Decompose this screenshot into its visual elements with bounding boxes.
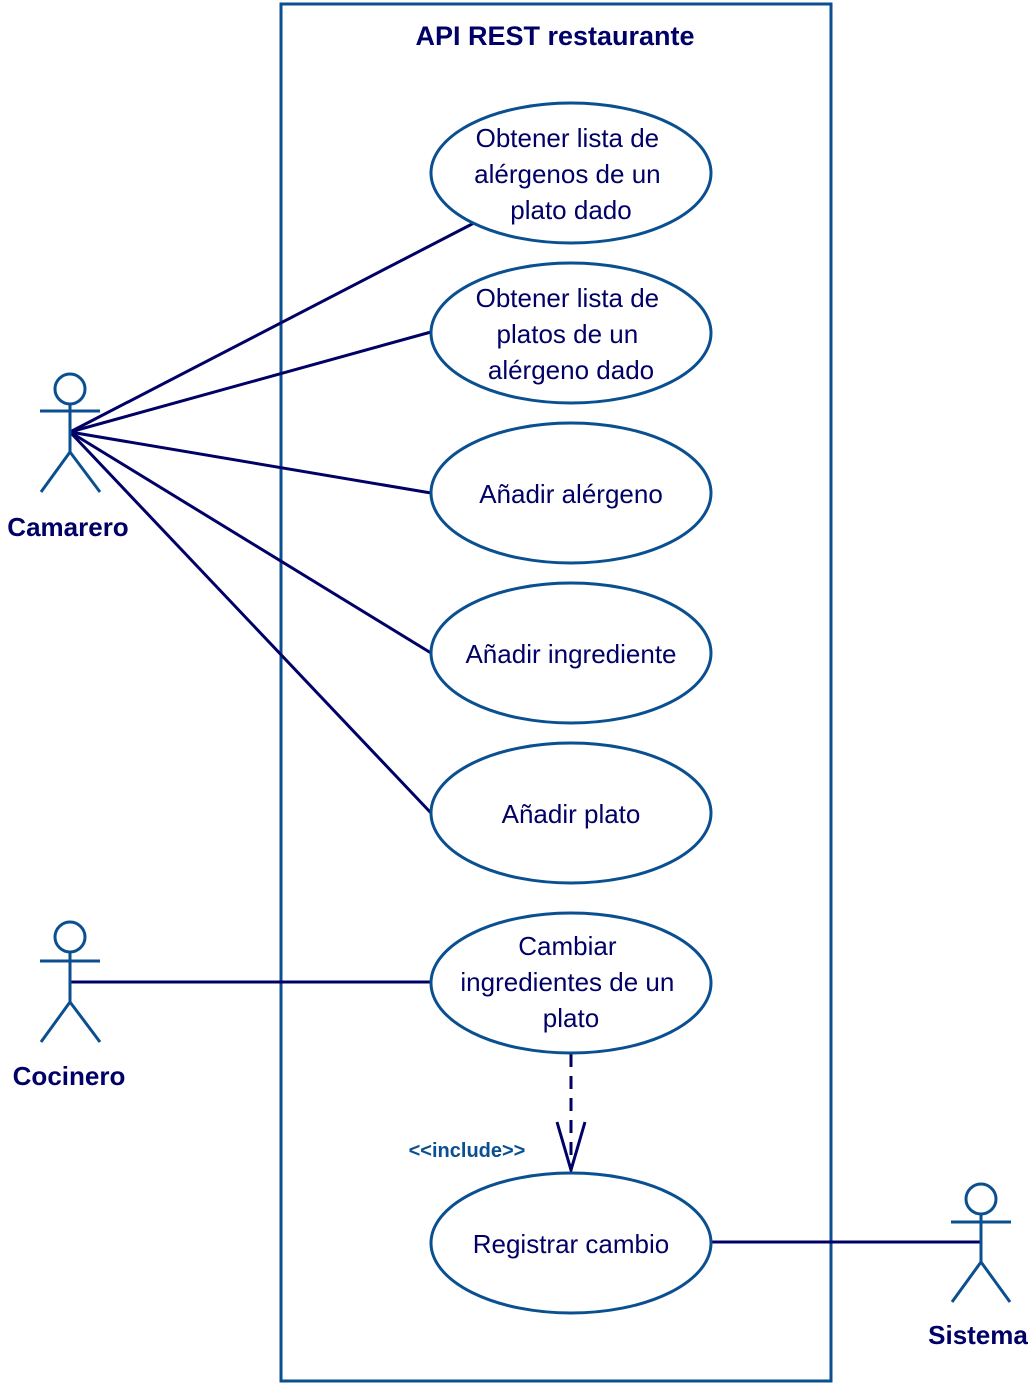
actor-label: Sistema <box>928 1320 1028 1350</box>
association-camarero-uc1 <box>69 221 475 434</box>
association-camarero-uc4 <box>69 430 432 655</box>
stick-figure-icon <box>39 372 102 493</box>
use-case-anadir-ingrediente: Añadir ingrediente <box>429 581 713 725</box>
use-case-label: Añadir plato <box>502 799 641 829</box>
use-case-obtener-alergenos-de-plato: Obtener lista de alérgenos de un plato d… <box>429 101 713 245</box>
use-case-cambiar-ingredientes: Cambiar ingredientes de un plato <box>429 911 713 1055</box>
use-case-anadir-alergeno: Añadir alérgeno <box>429 421 713 565</box>
association-camarero-uc5 <box>68 430 433 815</box>
association-camarero-uc2 <box>69 330 432 434</box>
stick-figure-icon <box>950 1182 1012 1303</box>
use-case-label: Obtener lista de alérgenos de un plato d… <box>474 123 668 225</box>
system-boundary <box>279 2 833 1383</box>
use-case-obtener-platos-de-alergeno: Obtener lista de platos de un alérgeno d… <box>429 261 713 405</box>
actor-label: Camarero <box>7 512 128 542</box>
use-case-label: Añadir alérgeno <box>479 479 663 509</box>
use-case-anadir-plato: Añadir plato <box>429 741 713 885</box>
include-label: <<include>> <box>409 1140 526 1162</box>
actor-sistema: Sistema <box>928 1182 1028 1350</box>
use-case-label: Cambiar ingredientes de un plato <box>460 931 681 1033</box>
actor-cocinero: Cocinero <box>13 920 126 1091</box>
actor-label: Cocinero <box>13 1061 126 1091</box>
association-camarero-uc3 <box>69 430 432 495</box>
stick-figure-icon <box>39 920 102 1043</box>
use-case-registrar-cambio: Registrar cambio <box>429 1171 713 1315</box>
actor-camarero: Camarero <box>7 372 129 542</box>
use-case-label: Registrar cambio <box>473 1229 670 1259</box>
use-case-label: Añadir ingrediente <box>465 639 676 669</box>
include-arrow-head <box>555 1121 587 1176</box>
system-title: API REST restaurante <box>415 21 694 51</box>
use-case-label: Obtener lista de platos de un alérgeno d… <box>476 283 667 385</box>
